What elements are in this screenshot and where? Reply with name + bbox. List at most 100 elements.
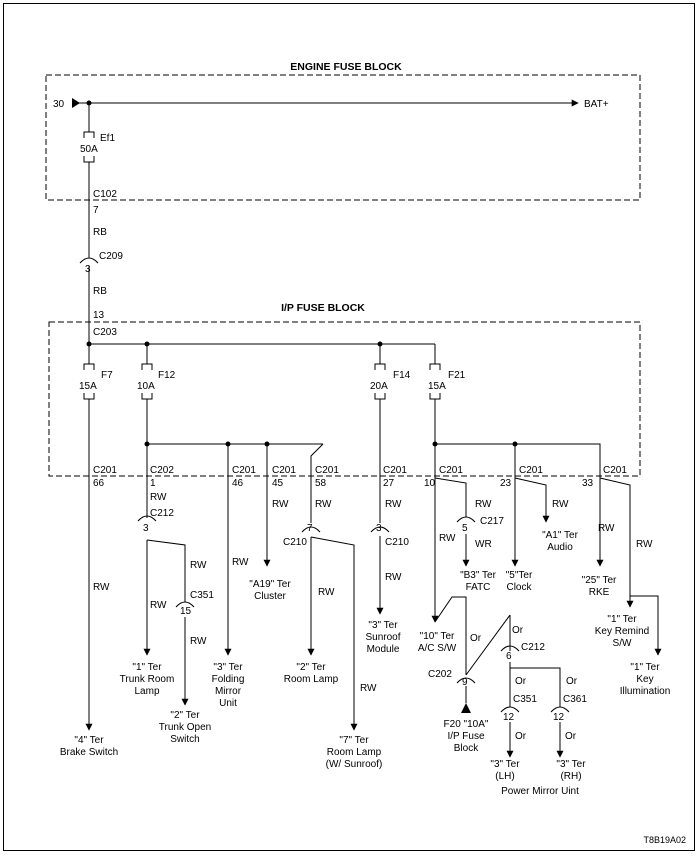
c212-label: C212 — [150, 508, 174, 519]
c351-connector-icon — [175, 601, 195, 608]
rb-wire-label-2: RB — [93, 286, 107, 297]
folding-mirror-label-3: Mirror — [215, 686, 242, 697]
c351-mirror-connector-icon — [500, 706, 520, 713]
c201-10-pin: 10 — [424, 478, 436, 489]
c212-pin-3: 3 — [143, 523, 149, 534]
key-remind-wire-label: RW — [636, 539, 653, 550]
key-illum-label-2: Key — [636, 674, 653, 685]
ef1-amp-label: 50A — [80, 144, 98, 155]
f7-wire-label: RW — [93, 582, 110, 593]
c202-mirror-connector-icon — [456, 677, 476, 684]
mirror-or-2: Or — [512, 625, 524, 636]
room-lamp-feed — [310, 443, 324, 523]
c351-pin-15: 15 — [180, 606, 192, 617]
f21-fuse-bottom-icon — [429, 393, 441, 400]
c361-mirror-connector-icon — [550, 706, 570, 713]
pin-13: 13 — [93, 310, 105, 321]
fatc-wire-label-2: WR — [475, 539, 492, 550]
c201-23-pin: 23 — [500, 478, 512, 489]
c201-33-conn: C201 — [603, 465, 627, 476]
cluster-wire-label: RW — [272, 499, 289, 510]
c209-label: C209 — [99, 251, 123, 262]
ip-fuse-block-title: I/P FUSE BLOCK — [281, 302, 365, 314]
mirror-diag-wire — [465, 614, 511, 676]
folding-mirror-label-2: Folding — [212, 674, 245, 685]
power-mirror-group-label: Power Mirror Uint — [501, 786, 579, 797]
ef1-label: Ef1 — [100, 133, 115, 144]
c201-10-conn: C201 — [439, 465, 463, 476]
f21-amp: 15A — [428, 381, 446, 392]
f14-fuse-top-icon — [374, 363, 386, 370]
trunk-lamp-label-3: Lamp — [134, 686, 159, 697]
fatc-wire-a — [434, 477, 467, 517]
rke-wire-label: RW — [598, 523, 615, 534]
audio-wire — [514, 477, 550, 523]
f20-label-2: I/P Fuse — [447, 731, 484, 742]
c201-27-pin: 27 — [383, 478, 395, 489]
trunk-lamp-wire-label: RW — [150, 600, 167, 611]
c201-58-conn: C201 — [315, 465, 339, 476]
ef1-fuse-top-icon — [83, 131, 95, 138]
sunroof-label-3: Module — [367, 644, 400, 655]
cluster-label-1: "A19" Ter — [249, 579, 291, 590]
c202-mirror-label: C202 — [428, 669, 452, 680]
f7-amp: 15A — [79, 381, 97, 392]
key-illum-label-3: Illumination — [620, 686, 671, 697]
mirror-or-5: Or — [515, 731, 527, 742]
c210-b-connector-icon — [370, 526, 390, 533]
mirror-lh-label-1: "3" Ter — [490, 759, 520, 770]
c201-27-conn: C201 — [383, 465, 407, 476]
room-lamp-label-2: Room Lamp — [284, 674, 339, 685]
rke-wire — [515, 443, 604, 567]
audio-label-1: "A1" Ter — [542, 530, 578, 541]
c210-a-label: C210 — [283, 537, 307, 548]
c201-45-pin: 45 — [272, 478, 284, 489]
terminal-30-label: 30 — [53, 99, 65, 110]
mirror-lh-label-2: (LH) — [495, 771, 514, 782]
ef1-fuse-bottom-icon — [83, 156, 95, 163]
ac-sw-label-1: "10" Ter — [420, 631, 455, 642]
room-lamp-sunroof-label-2: Room Lamp — [327, 747, 382, 758]
f12-fuse-bottom-icon — [141, 393, 153, 400]
mirror-or-3: Or — [515, 676, 527, 687]
ip-fuse-block-box — [48, 321, 641, 477]
f14-amp: 20A — [370, 381, 388, 392]
key-remind-label-3: S/W — [613, 638, 632, 649]
c202-conn: C202 — [150, 465, 174, 476]
f12-label: F12 — [158, 370, 176, 381]
rb-wire-label-1: RB — [93, 227, 107, 238]
c217-connector-icon — [456, 516, 476, 523]
mirror-rh-label-2: (RH) — [560, 771, 581, 782]
sunroof-label-1: "3" Ter — [368, 620, 398, 631]
mirror-or-6: Or — [565, 731, 577, 742]
folding-mirror-label-4: Unit — [219, 698, 237, 709]
trunk-lamp-label-1: "1" Ter — [132, 662, 162, 673]
c201-46-conn: C201 — [232, 465, 256, 476]
f21-fuse-top-icon — [429, 363, 441, 370]
clock-label-2: Clock — [506, 582, 532, 593]
figure-id: T8B19A02 — [643, 835, 686, 845]
folding-mirror-wire-label: RW — [232, 557, 249, 568]
c102-pin: 7 — [93, 205, 99, 216]
room-lamp-sunroof-label-3: (W/ Sunroof) — [326, 759, 383, 770]
c203-label: C203 — [93, 327, 117, 338]
audio-wire-label: RW — [552, 499, 569, 510]
f21-label: F21 — [448, 370, 466, 381]
key-remind-wire — [599, 477, 634, 608]
mirror-feed-wire — [434, 596, 467, 675]
f20-arrow-icon — [461, 703, 471, 713]
key-remind-label-2: Key Remind — [595, 626, 649, 637]
trunk-open-label-2: Trunk Open — [159, 722, 211, 733]
cluster-label-2: Cluster — [254, 591, 286, 602]
c210-b-pin: 3 — [376, 523, 382, 534]
c201-45-conn: C201 — [272, 465, 296, 476]
c201-66-pin: 66 — [93, 478, 105, 489]
engine-fuse-block-title: ENGINE FUSE BLOCK — [290, 61, 402, 73]
c351-label: C351 — [190, 590, 214, 601]
room-lamp-sunroof-label-1: "7" Ter — [339, 735, 369, 746]
c102-label: C102 — [93, 189, 117, 200]
c212-mirror-label: C212 — [521, 642, 545, 653]
sunroof-label-2: Sunroof — [365, 632, 400, 643]
c201-66-conn: C201 — [93, 465, 117, 476]
